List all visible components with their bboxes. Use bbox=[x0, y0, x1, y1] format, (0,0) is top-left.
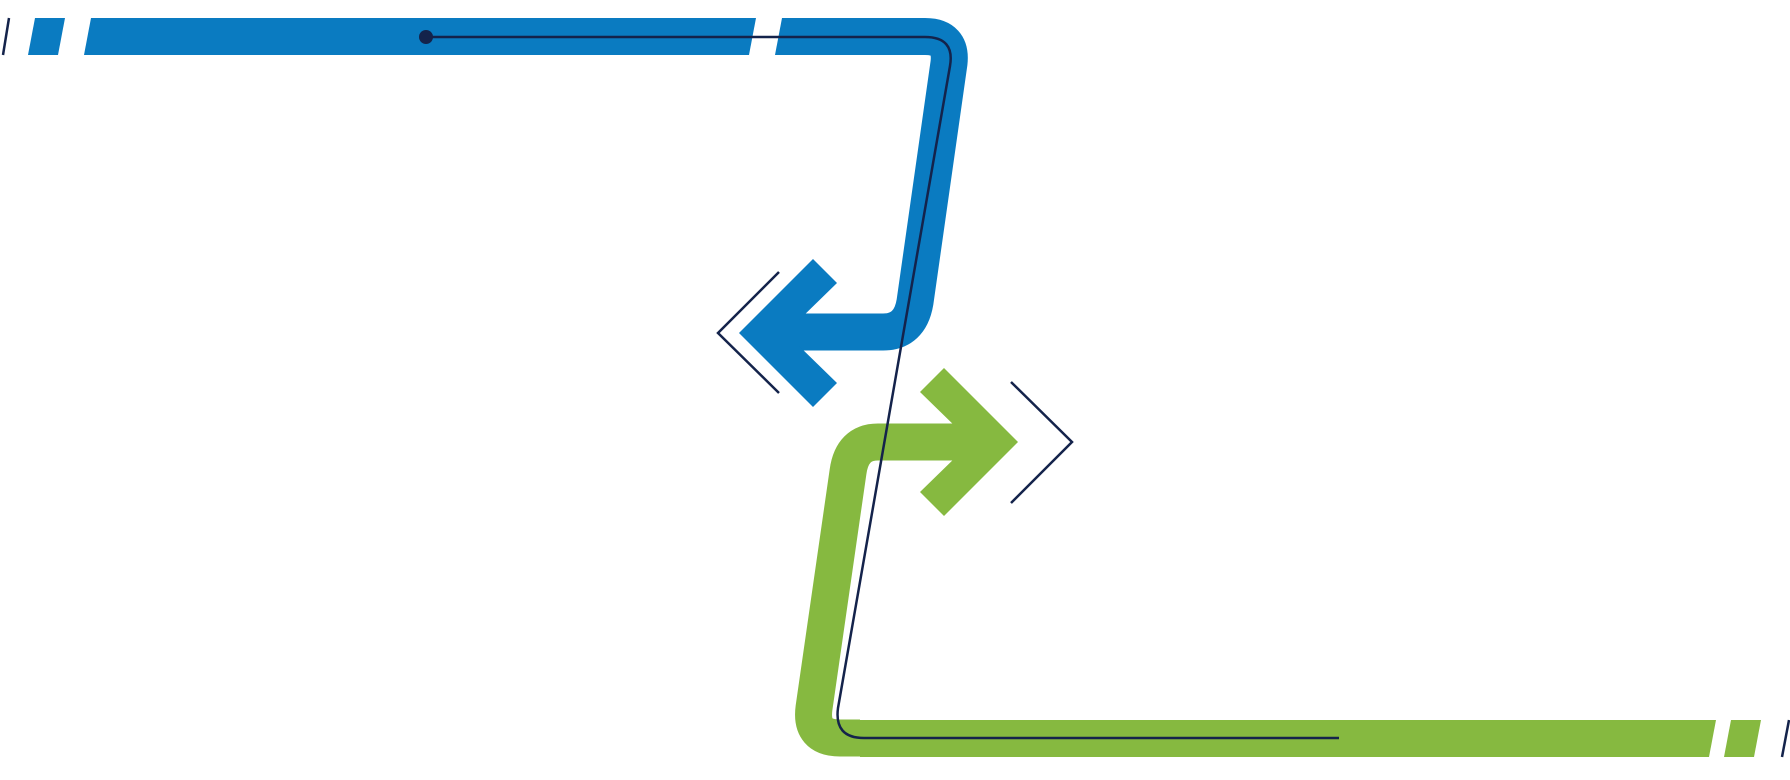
green-dash-segment bbox=[1724, 720, 1761, 757]
dot-icon bbox=[419, 30, 433, 44]
chevron-left-icon bbox=[716, 271, 780, 394]
left-edge-tick bbox=[1, 17, 11, 56]
green-flow-path bbox=[795, 368, 1761, 757]
navy-connector bbox=[1, 17, 1790, 758]
arrow-left-icon bbox=[739, 259, 837, 407]
blue-dash-segment bbox=[28, 18, 65, 55]
green-corner-ascent bbox=[795, 423, 970, 757]
chevron-right-icon bbox=[1010, 381, 1074, 504]
blue-flow-path bbox=[28, 18, 968, 407]
connector-line bbox=[426, 35, 1339, 740]
right-edge-tick bbox=[1780, 719, 1790, 758]
